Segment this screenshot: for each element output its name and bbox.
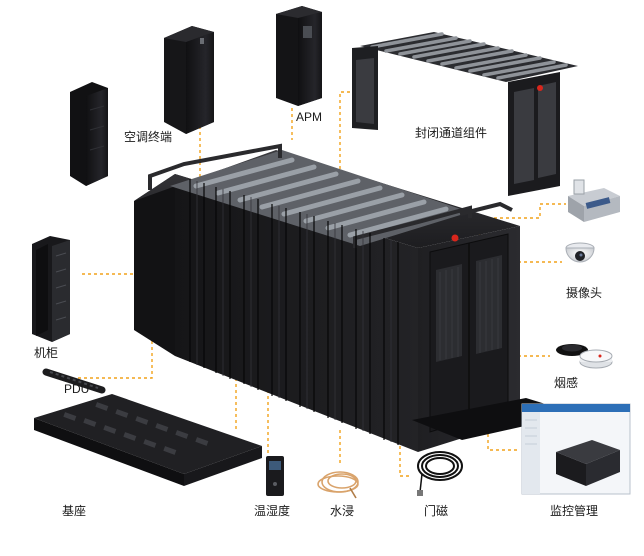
dome-camera [566, 243, 594, 262]
monitoring-panel [522, 404, 630, 494]
red-status-light [452, 235, 459, 242]
label-apm: APM [296, 110, 322, 124]
rack-small [70, 82, 108, 186]
label-camera: 摄像头 [566, 284, 602, 301]
end-door [430, 234, 508, 432]
label-closed-aisle: 封闭通道组件 [415, 124, 487, 141]
label-temp-humidity: 温湿度 [254, 502, 290, 519]
water-leak-rope [318, 472, 358, 498]
cabinet-unit [32, 236, 70, 342]
closed-aisle-component [352, 32, 578, 196]
top-sensor-bracket [568, 180, 620, 222]
label-cabinet: 机柜 [34, 344, 58, 361]
label-pdu: PDU [64, 382, 89, 396]
apm-unit [276, 6, 322, 106]
temp-humidity-sensor [266, 456, 284, 496]
label-monitoring: 监控管理 [550, 502, 598, 519]
label-door-magnet: 门磁 [424, 502, 448, 519]
label-smoke: 烟感 [554, 374, 578, 391]
smoke-detector [556, 344, 612, 368]
ac-terminal-unit [164, 26, 214, 134]
main-left-side [134, 174, 175, 356]
base-frame [34, 394, 262, 486]
label-ac-terminal: 空调终端 [124, 128, 172, 145]
door-magnet-coil [417, 452, 462, 496]
label-water-leak: 水浸 [330, 502, 354, 519]
label-base: 基座 [62, 502, 86, 519]
